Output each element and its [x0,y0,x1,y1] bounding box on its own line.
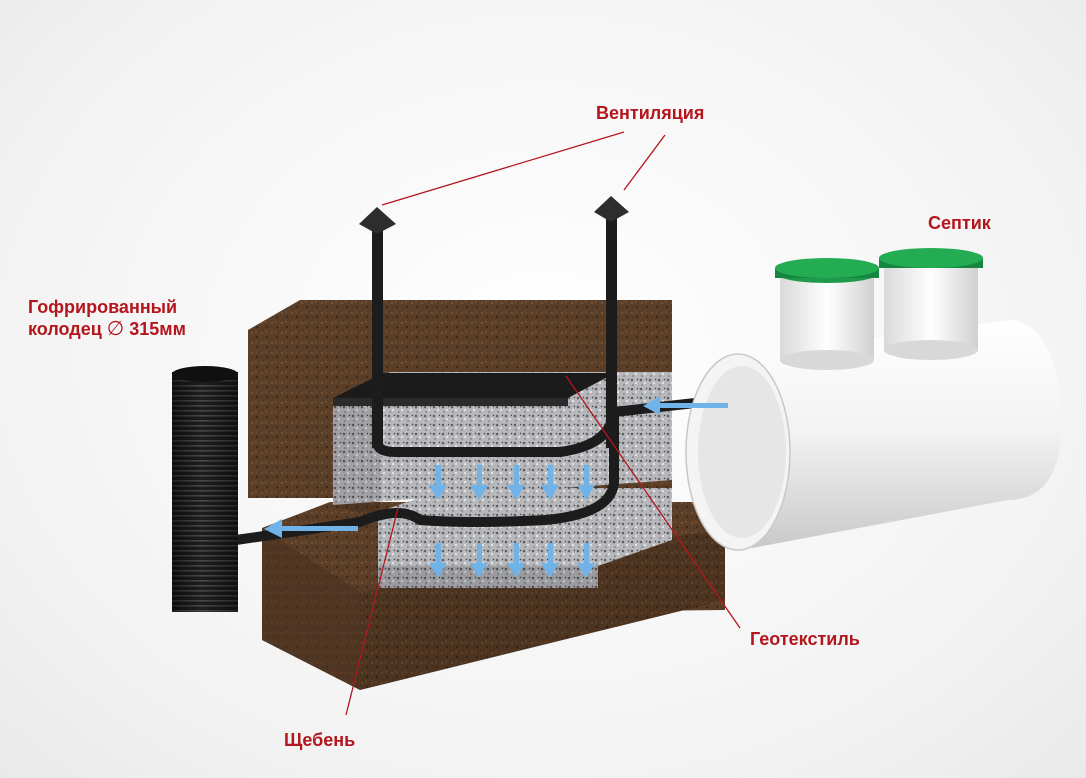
down-arrow-icon [577,465,595,500]
septic-label: Септик [928,213,991,233]
down-arrow-icon [577,543,595,578]
down-arrow-icon [541,465,559,500]
well-label-prefix: колодец [28,319,107,339]
left-arrow-icon [643,396,728,415]
down-arrow-icon [429,543,447,578]
down-arrow-icon [470,543,488,578]
well-label-line1: Гофрированный [28,297,178,317]
septic-tank [685,248,1062,551]
corrugated-well-label: Гофрированный колодец ∅ 315мм [28,296,186,340]
down-arrow-icon [541,543,559,578]
ventilation-label: Вентиляция [596,103,705,123]
down-arrow-icon [429,465,447,500]
left-arrow-icon [264,519,358,538]
well-label-line2: колодец ∅ 315мм [28,318,186,340]
leader-lines [345,131,741,716]
down-arrow-icon [507,465,525,500]
corrugated-well [172,366,238,612]
ventilation-risers [359,196,629,448]
diameter-icon: ∅ [106,318,125,340]
well-diameter-value: 315мм [129,319,186,339]
down-arrow-icon [507,543,525,578]
geotextile-layer [333,373,615,406]
gravel-label: Щебень [284,730,356,750]
flow-arrows [264,396,728,578]
geotextile-label: Геотекстиль [750,629,860,649]
down-arrow-icon [470,465,488,500]
